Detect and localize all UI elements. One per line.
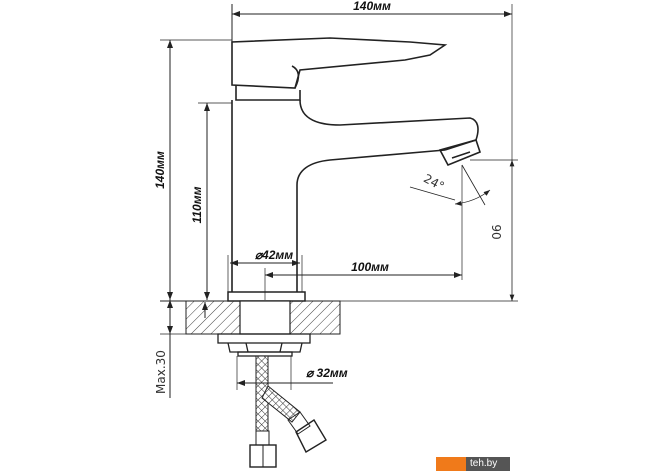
spout-height-label: 110мм [190, 186, 204, 223]
height-dimension [160, 39, 232, 300]
supply-hoses [249, 355, 327, 468]
mounting-nut [217, 333, 311, 357]
height-label: 140мм [153, 151, 167, 189]
faucet-base [227, 291, 306, 302]
watermark-logo [436, 457, 466, 471]
max-thickness-dimension [160, 300, 208, 398]
countertop [160, 300, 341, 335]
watermark: teh.by [436, 457, 510, 471]
spout-height-dimension [198, 102, 232, 300]
base-diameter-label: ⌀42мм [255, 248, 293, 262]
angle-label: 24° [421, 171, 446, 193]
width-dimension [231, 4, 513, 160]
width-label: 140мм [353, 0, 391, 13]
watermark-text: teh.by [466, 457, 510, 471]
faucet-handle [231, 37, 448, 101]
max-thickness-label: Max.30 [154, 350, 168, 394]
reach-label: 100мм [351, 260, 389, 274]
reach-dimension [264, 165, 463, 300]
clearance-label: 90 [489, 224, 503, 239]
hole-diameter-dimension [236, 356, 333, 390]
angle-dimension [409, 164, 491, 206]
clearance-dimension [340, 159, 518, 302]
hole-diameter-label: ⌀ 32мм [306, 366, 348, 380]
